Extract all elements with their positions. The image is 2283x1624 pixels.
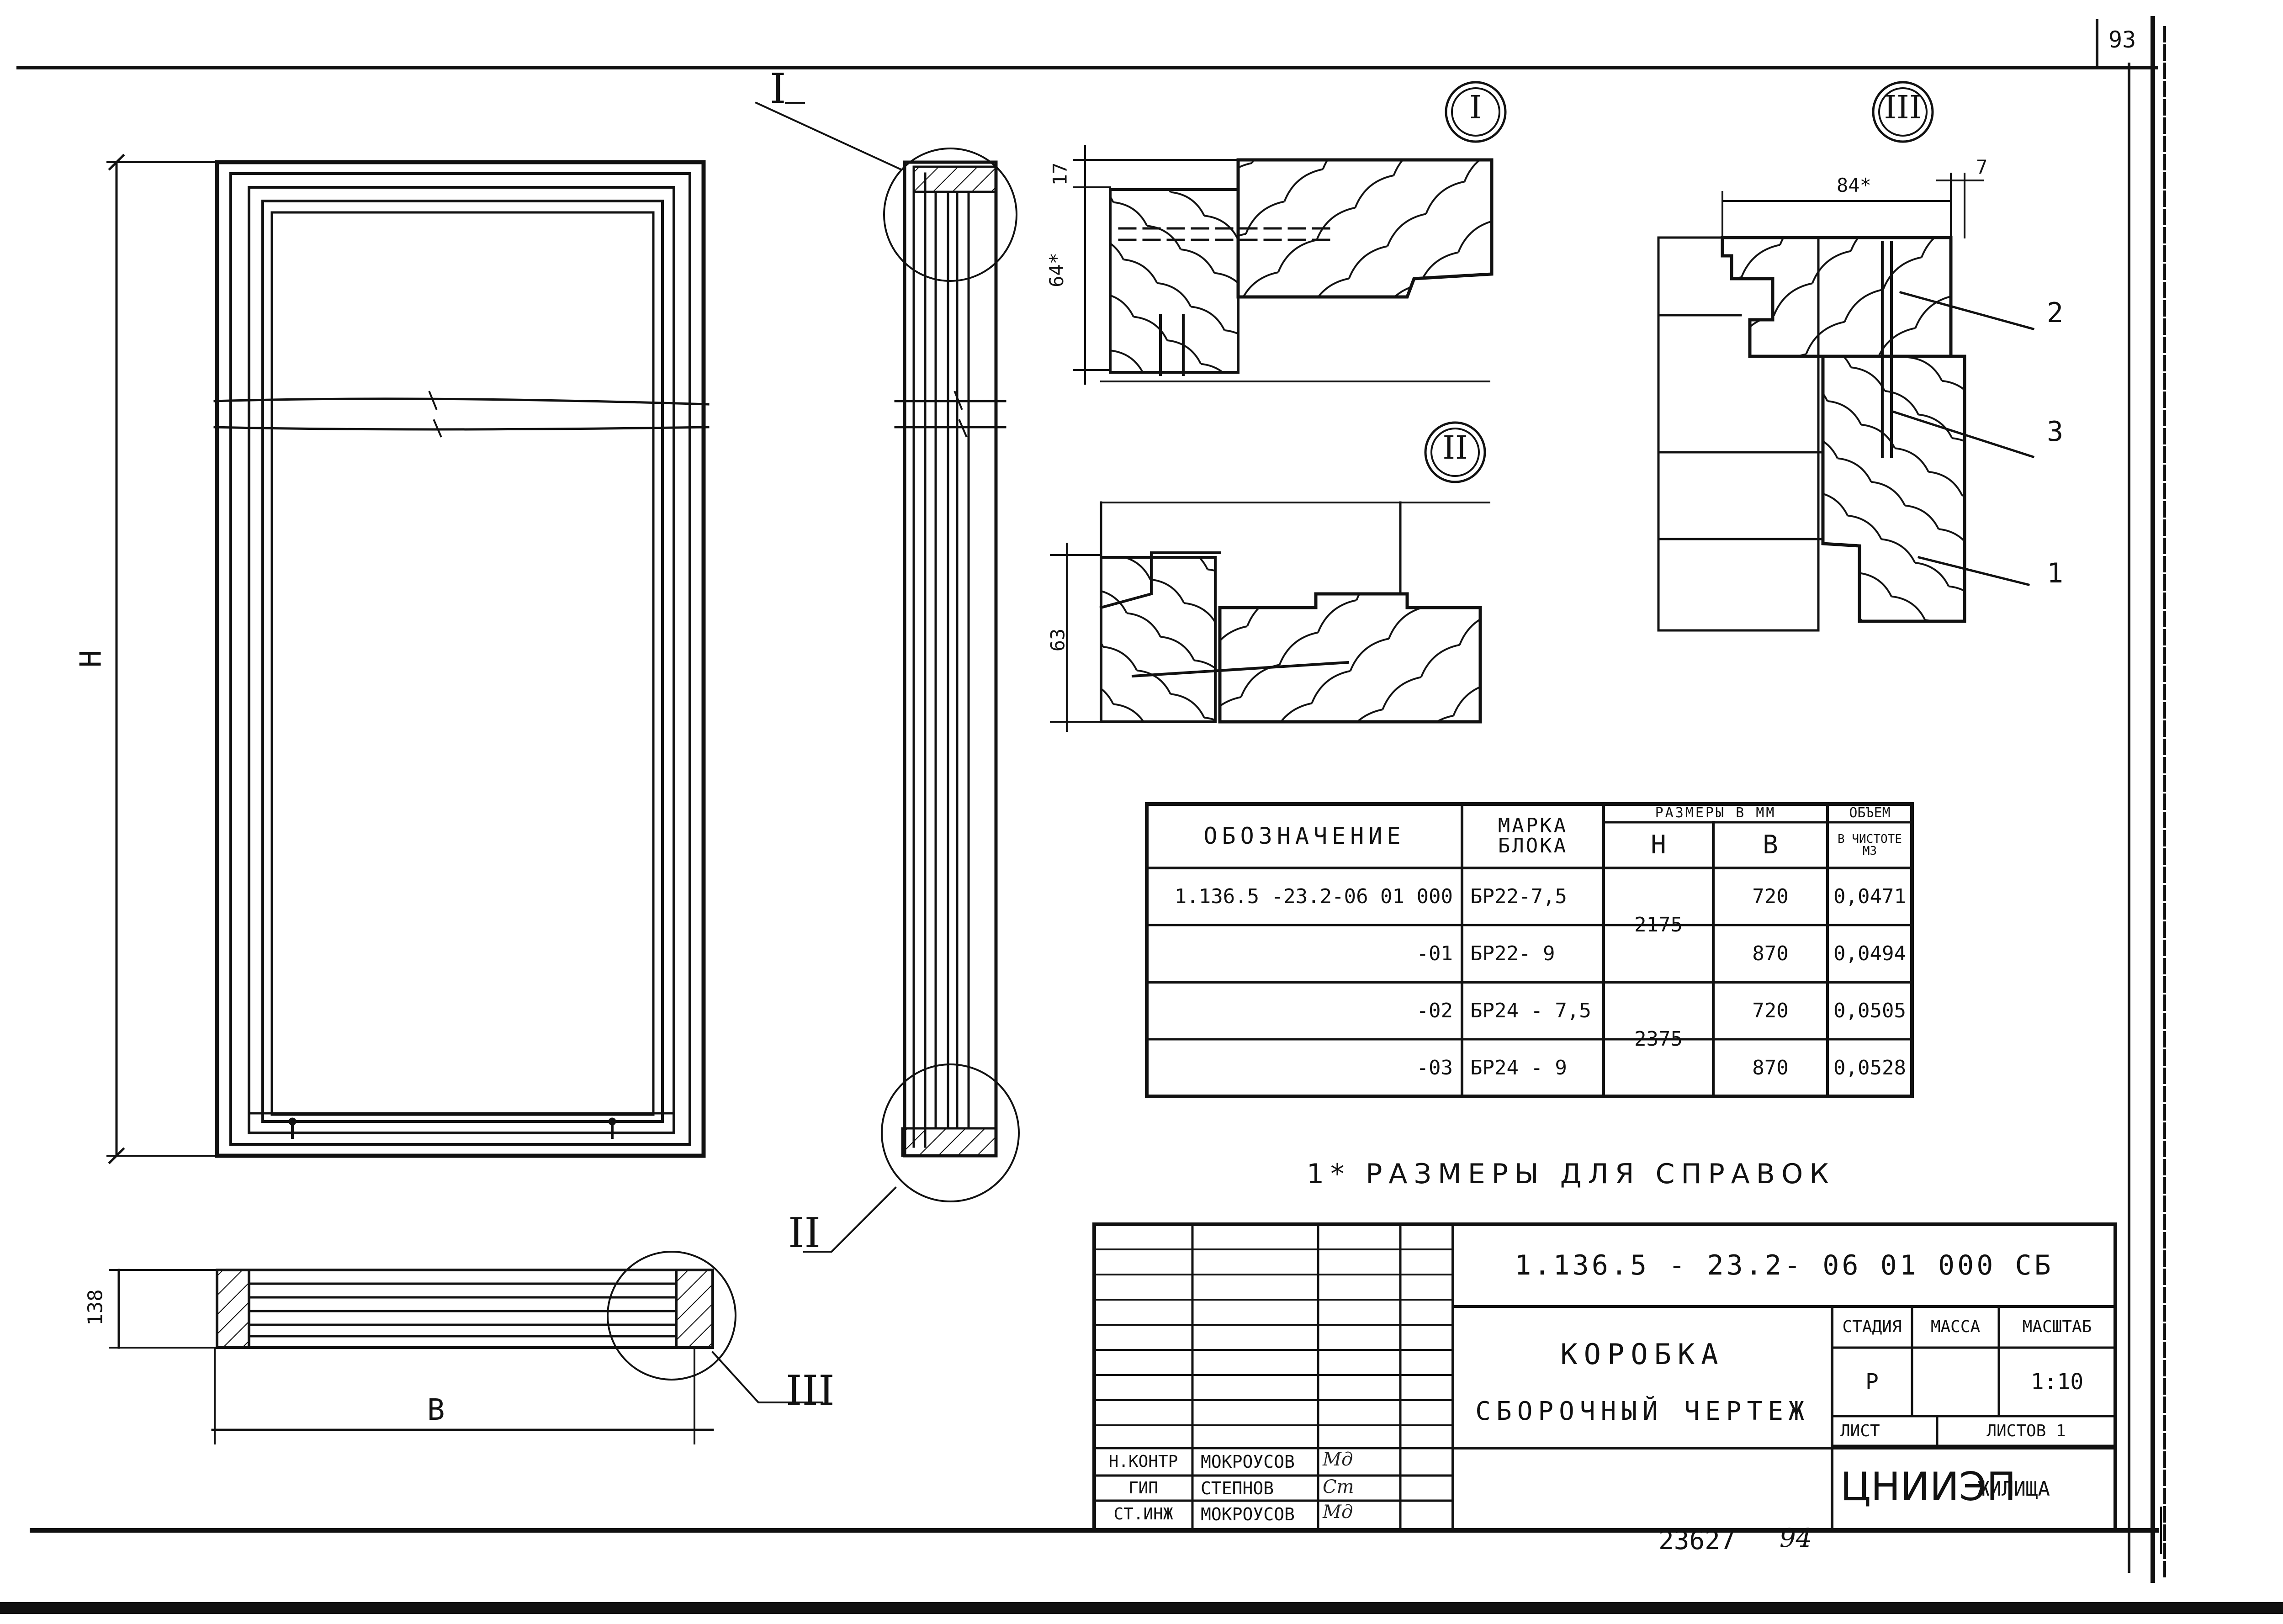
side-section xyxy=(755,101,1020,1253)
role-2: ГИП xyxy=(1128,1478,1159,1497)
row-3-volume: 0,0505 xyxy=(1833,999,1906,1022)
footer-page: 94 xyxy=(1780,1523,1812,1553)
dim-84: 84* xyxy=(1837,174,1871,196)
col-header-mark: МАРКА БЛОКА xyxy=(1498,814,1568,857)
detail-three-marker: III xyxy=(1884,89,1922,126)
name-3: МОКРОУСОВ xyxy=(1201,1504,1295,1524)
col-header-b: В xyxy=(1763,830,1778,860)
height-dimension xyxy=(106,153,218,1164)
signature-3: Мд xyxy=(1323,1502,1353,1523)
sheet-number: 93 xyxy=(2108,26,2136,53)
mass-label: МАССА xyxy=(1930,1317,1981,1336)
org-name: ЦНИИЭП xyxy=(1840,1464,2016,1510)
detail-one xyxy=(1073,81,1507,385)
row-3-b: 720 xyxy=(1752,999,1789,1022)
row-4-volume: 0,0528 xyxy=(1833,1056,1906,1079)
row-1-b: 720 xyxy=(1752,884,1789,908)
front-elevation xyxy=(213,160,710,1158)
row-1-volume: 0,0471 xyxy=(1833,884,1906,908)
spec-table-grid xyxy=(1145,802,1914,1098)
callout-one-label: I xyxy=(770,65,786,113)
col-header-designation: ОБОЗНАЧЕНИЕ xyxy=(1203,823,1405,849)
h-group-2175: 2175 xyxy=(1634,913,1683,936)
row-4-b: 870 xyxy=(1752,1056,1789,1079)
signature-2: Ст xyxy=(1323,1476,1354,1497)
org-suffix: ЖИЛИЩА xyxy=(1977,1477,2050,1501)
row-2-mark: БР22- 9 xyxy=(1470,942,1555,965)
col-header-volume-sub: В ЧИСТОТЕ М3 xyxy=(1838,832,1902,858)
detail-two xyxy=(1050,421,1490,732)
row-2-volume: 0,0494 xyxy=(1833,942,1906,965)
row-1-designation: 1.136.5 -23.2-06 01 000 xyxy=(1174,884,1453,908)
depth-label: 138 xyxy=(84,1289,107,1326)
role-1: Н.КОНТР xyxy=(1108,1452,1178,1471)
height-label: H xyxy=(74,650,108,668)
h-group-2375: 2375 xyxy=(1634,1027,1683,1051)
row-3-designation: -02 xyxy=(1416,999,1453,1022)
width-label: B xyxy=(427,1393,445,1427)
title-block-grid xyxy=(1092,1222,2117,1532)
callout-three-label: III xyxy=(786,1367,835,1415)
col-header-h: Н xyxy=(1651,830,1666,860)
row-3-mark: БР24 - 7,5 xyxy=(1470,999,1591,1022)
row-4-mark: БР24 - 9 xyxy=(1470,1056,1567,1079)
row-4-designation: -03 xyxy=(1416,1056,1453,1079)
stage-label: СТАДИЯ xyxy=(1842,1317,1902,1336)
dim-7: 7 xyxy=(1976,156,1988,178)
detail-three xyxy=(1657,81,2035,632)
col-header-sizes: РАЗМЕРЫ В ММ xyxy=(1655,805,1776,821)
row-1-mark: БР22-7,5 xyxy=(1470,884,1567,908)
sheet-frame xyxy=(0,16,2283,1614)
part-number-1: 1 xyxy=(2047,557,2064,589)
sheet-label: ЛИСТ xyxy=(1840,1421,1880,1440)
scale-value: 1:10 xyxy=(2030,1369,2084,1395)
plan-view xyxy=(109,1251,823,1444)
drawing-subtitle: СБОРОЧНЫЙ ЧЕРТЕЖ xyxy=(1475,1397,1810,1426)
dim-17: 17 xyxy=(1049,162,1071,186)
signature-1: Мд xyxy=(1323,1449,1353,1470)
part-number-3: 3 xyxy=(2047,416,2064,448)
stage-value: Р xyxy=(1865,1369,1879,1395)
sheets-label: ЛИСТОВ 1 xyxy=(1986,1421,2066,1440)
role-3: СТ.ИНЖ xyxy=(1113,1505,1173,1523)
name-1: МОКРОУСОВ xyxy=(1201,1452,1295,1472)
scale-label: МАСШТАБ xyxy=(2022,1317,2092,1336)
drawing-title: КОРОБКА xyxy=(1560,1338,1725,1371)
dim-64: 64* xyxy=(1045,253,1068,287)
col-header-volume: ОБЪЕМ xyxy=(1849,805,1891,821)
archive-number: 23627 xyxy=(1658,1526,1736,1555)
name-2: СТЕПНОВ xyxy=(1201,1478,1274,1498)
part-number-2: 2 xyxy=(2047,297,2064,329)
reference-note: 1* РАЗМЕРЫ ДЛЯ СПРАВОК xyxy=(1307,1158,1835,1190)
row-2-designation: -01 xyxy=(1416,942,1453,965)
detail-one-marker: I xyxy=(1469,89,1482,126)
callout-two-label: II xyxy=(788,1209,821,1257)
row-2-b: 870 xyxy=(1752,942,1789,965)
doc-code: 1.136.5 - 23.2- 06 01 000 СБ xyxy=(1515,1249,2054,1281)
detail-two-marker: II xyxy=(1442,429,1468,466)
dim-63: 63 xyxy=(1046,628,1069,652)
